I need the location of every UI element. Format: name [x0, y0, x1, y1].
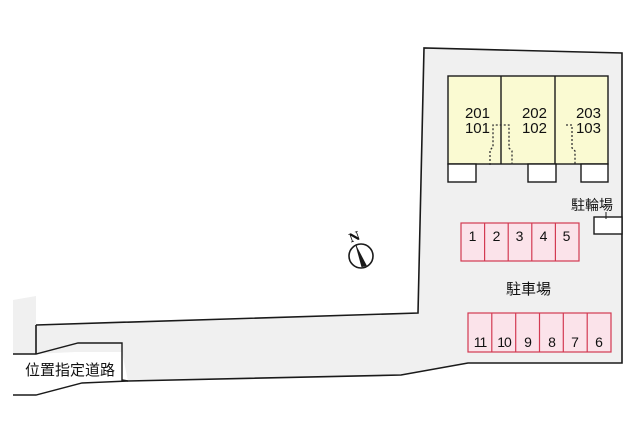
unit-label-2: 202 102 [521, 105, 547, 137]
bicycle-parking-label: 駐輪場 [571, 198, 613, 214]
parking-label: 駐車場 [506, 280, 552, 298]
parking-slot-10: 10 [497, 334, 512, 350]
bicycle-parking-area [593, 216, 623, 235]
building [447, 75, 609, 183]
parking-row-top [460, 222, 580, 262]
parking-slot-2: 2 [492, 228, 501, 244]
parking-slot-1: 1 [468, 228, 477, 244]
parking-slot-9: 9 [524, 334, 532, 350]
road-edge-top [13, 342, 123, 381]
road-label: 位置指定道路 [25, 359, 116, 380]
unit-label-1: 201 101 [464, 105, 490, 137]
parking-slot-4: 4 [539, 228, 548, 244]
parking-slot-6: 6 [595, 334, 603, 350]
parking-slot-5: 5 [562, 228, 571, 244]
unit-label-3: 203 103 [575, 105, 601, 137]
lot-boundary [35, 47, 623, 382]
parking-slot-8: 8 [548, 334, 556, 350]
road-edge-bottom [13, 380, 129, 396]
parking-slot-11: 11 [473, 334, 488, 350]
north-compass-icon [348, 243, 374, 269]
parking-slot-3: 3 [515, 228, 524, 244]
parking-slot-7: 7 [571, 334, 579, 350]
parking-row-bottom [467, 312, 612, 353]
